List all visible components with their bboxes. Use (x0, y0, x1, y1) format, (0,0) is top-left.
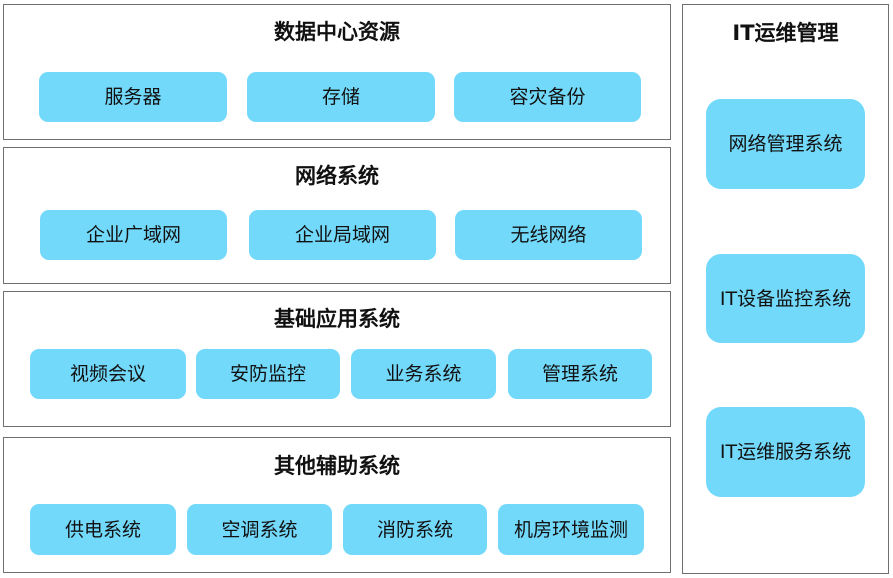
node-room-environment-monitoring: 机房环境监测 (498, 504, 644, 555)
section-title-it-operations: IT运维管理 (732, 21, 839, 45)
section-it-operations: IT运维管理 网络管理系统 IT设备监控系统 IT运维服务系统 (682, 4, 889, 574)
node-security-monitoring: 安防监控 (196, 349, 340, 399)
section-title-datacenter: 数据中心资源 (274, 20, 400, 44)
node-disaster-backup: 容灾备份 (454, 72, 641, 122)
section-title-auxiliary: 其他辅助系统 (274, 454, 400, 478)
node-business-system: 业务系统 (351, 349, 496, 399)
section-title-basic-applications: 基础应用系统 (274, 307, 400, 331)
node-server: 服务器 (39, 72, 227, 122)
section-datacenter-resources: 数据中心资源 服务器 存储 容灾备份 (3, 4, 671, 140)
node-video-conference: 视频会议 (30, 349, 186, 399)
node-enterprise-lan: 企业局域网 (249, 210, 436, 260)
node-it-ops-service-system: IT运维服务系统 (706, 407, 865, 497)
node-wireless-network: 无线网络 (455, 210, 642, 260)
node-air-conditioning: 空调系统 (187, 504, 332, 555)
section-network-system: 网络系统 企业广域网 企业局域网 无线网络 (3, 147, 671, 284)
section-title-network: 网络系统 (295, 164, 379, 188)
node-power-supply: 供电系统 (30, 504, 176, 555)
section-auxiliary-systems: 其他辅助系统 供电系统 空调系统 消防系统 机房环境监测 (3, 437, 671, 573)
node-fire-protection: 消防系统 (343, 504, 487, 555)
node-network-management-system: 网络管理系统 (706, 99, 865, 189)
section-basic-applications: 基础应用系统 视频会议 安防监控 业务系统 管理系统 (3, 291, 671, 427)
node-it-device-monitoring-system: IT设备监控系统 (706, 254, 865, 343)
node-storage: 存储 (247, 72, 435, 122)
node-management-system: 管理系统 (508, 349, 652, 399)
node-enterprise-wan: 企业广域网 (40, 210, 227, 260)
